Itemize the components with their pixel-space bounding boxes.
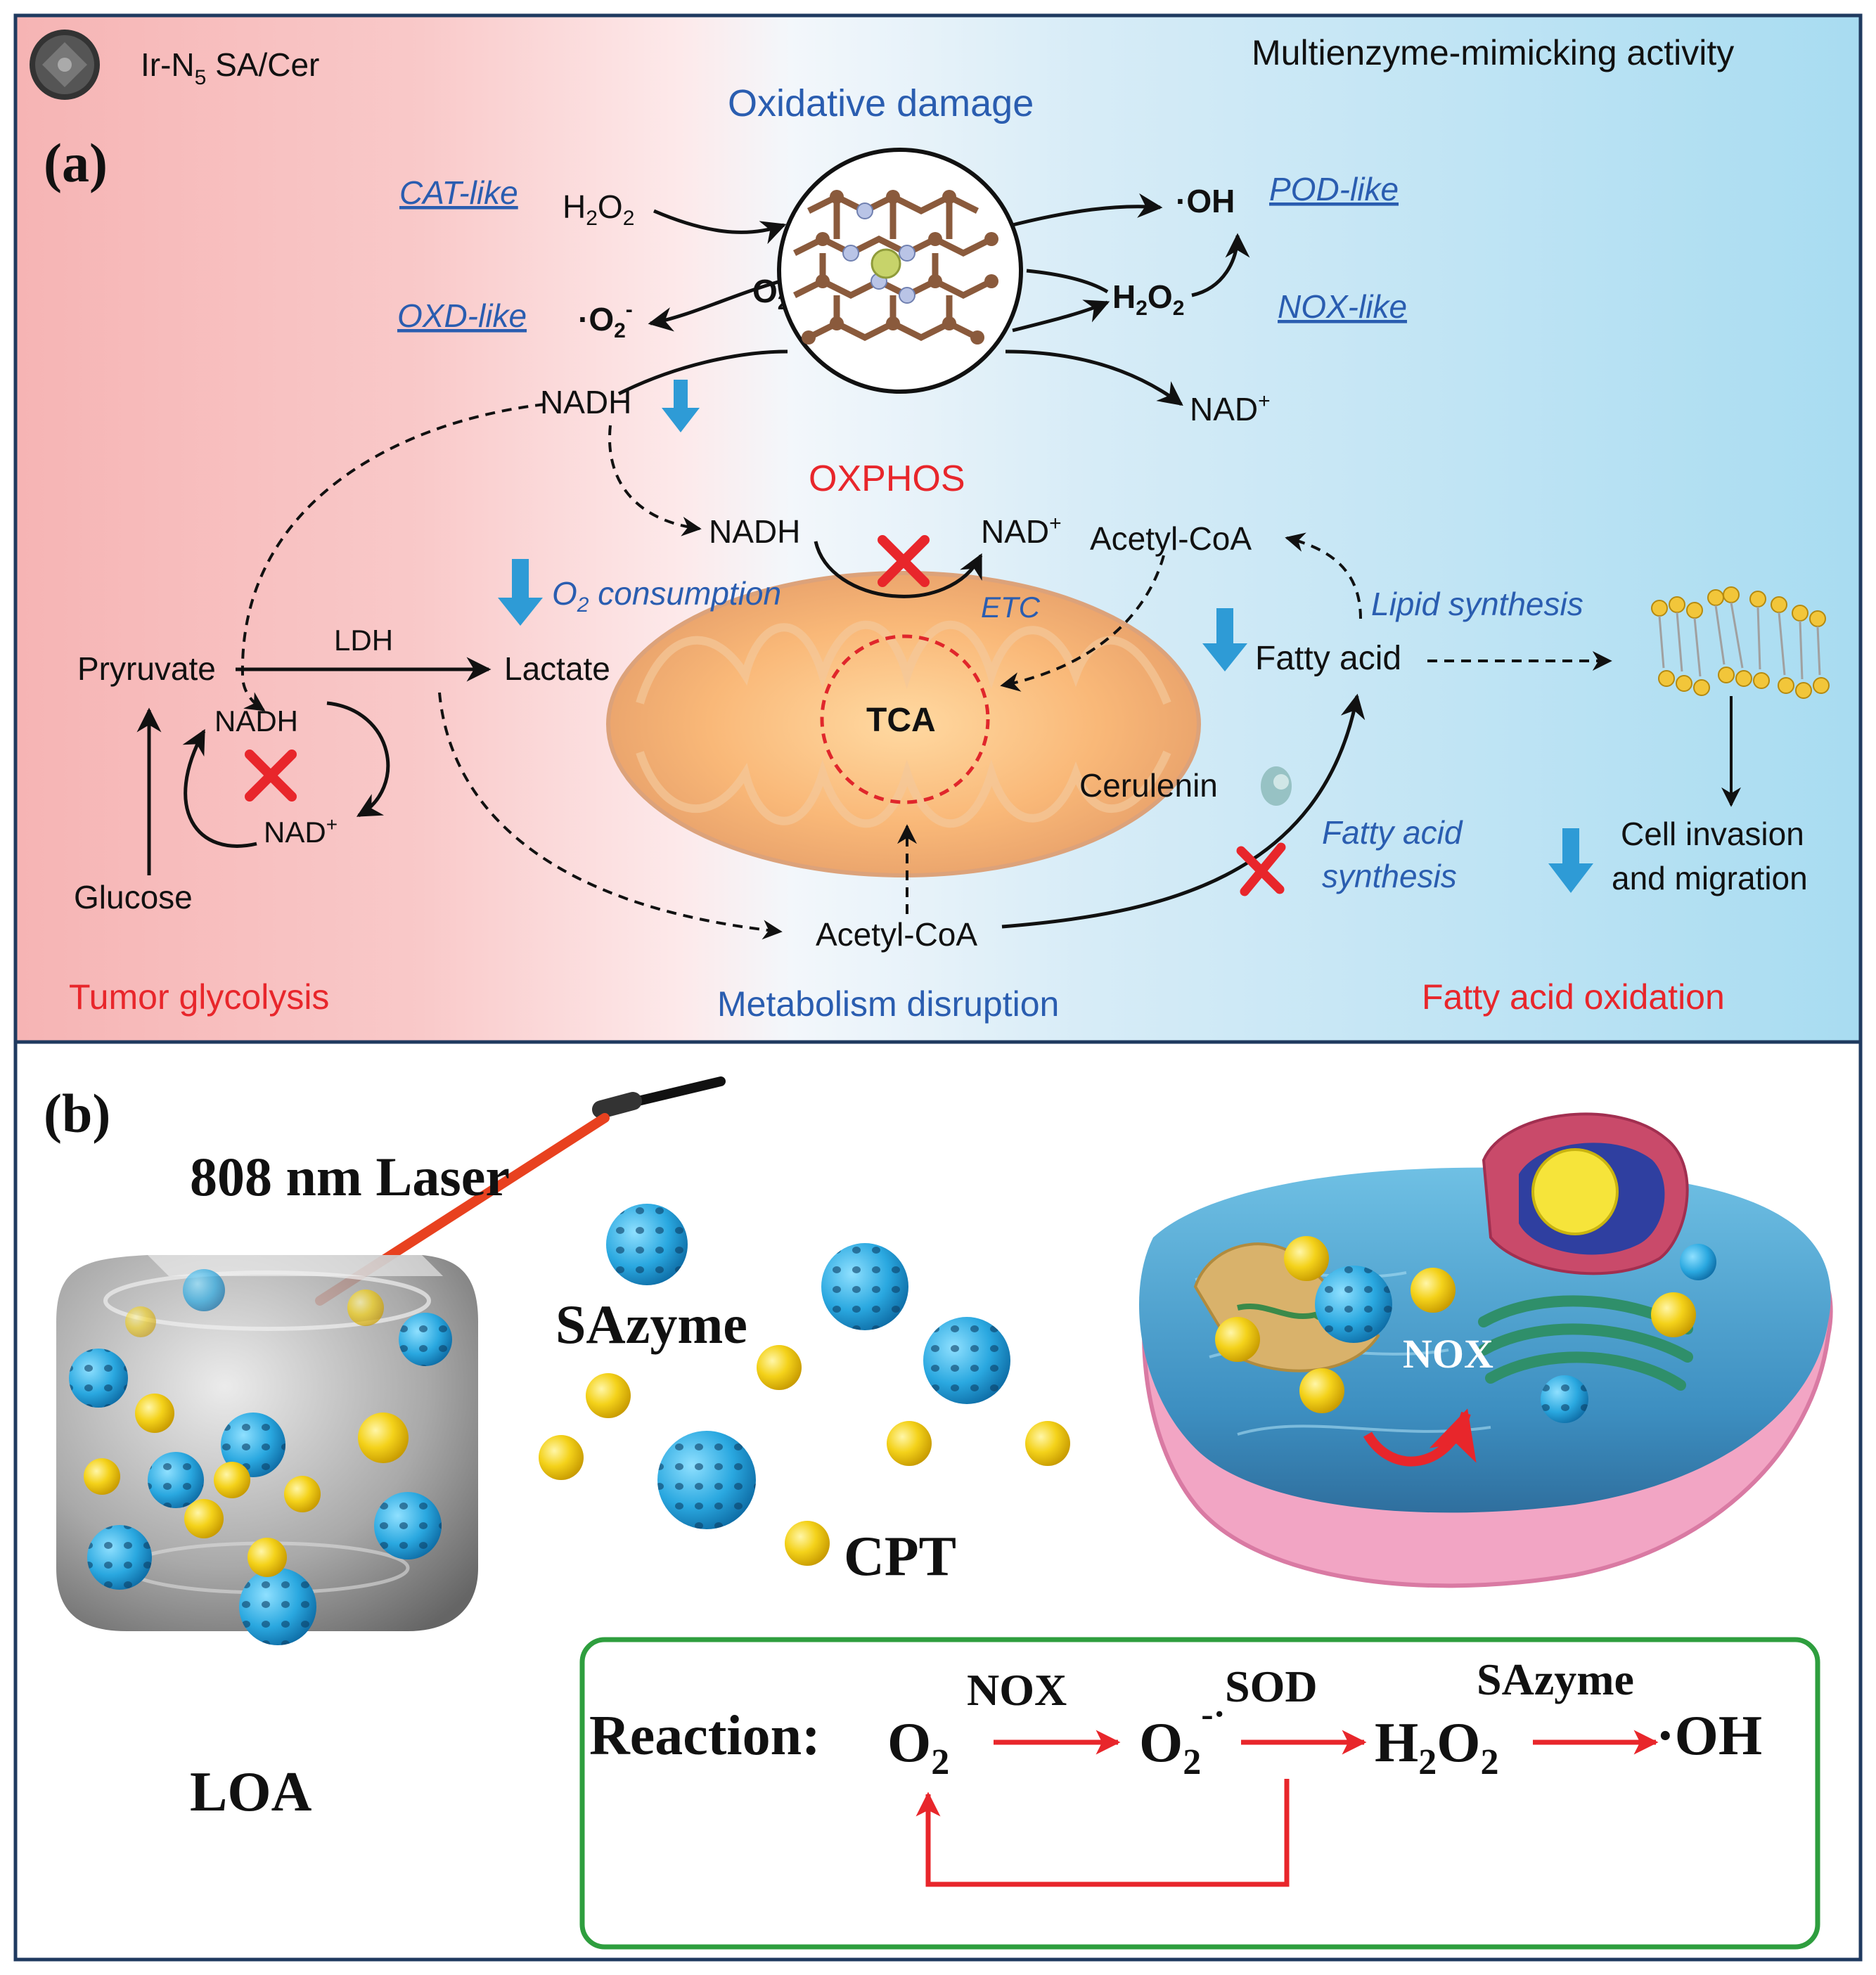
fatty-acid-oxidation-label: Fatty acid oxidation <box>1422 977 1725 1017</box>
pyruvate-label: Pryruvate <box>77 650 216 687</box>
nad-mid: NAD+ <box>981 512 1062 550</box>
nox-like-label: NOX-like <box>1278 288 1407 325</box>
nad-cycle-label: NAD+ <box>264 813 338 849</box>
nadh-cycle-label: NADH <box>214 705 298 738</box>
metabolism-disruption-label: Metabolism disruption <box>717 984 1059 1024</box>
panel-a-label: (a) <box>44 132 108 193</box>
nadh-decrease-arrow <box>662 380 700 432</box>
loa-cube-icon <box>56 1255 478 1645</box>
material-legend: Ir-N5 SA/Cer <box>141 46 319 89</box>
laser-label: 808 nm Laser <box>190 1146 510 1207</box>
nox-arrow-label: NOX <box>967 1665 1067 1715</box>
o2-consumption-decrease-arrow <box>498 559 543 626</box>
tumor-cell-icon <box>1139 1112 1833 1588</box>
invasion-decrease-arrow <box>1548 828 1593 893</box>
sazyme-label: SAzyme <box>555 1294 747 1355</box>
superoxide-a: ·O2- <box>578 298 633 342</box>
h2o2-right: H2O2 <box>1112 278 1184 320</box>
reaction-label: Reaction: <box>589 1705 821 1767</box>
cerulenin-label: Cerulenin <box>1079 767 1218 804</box>
cat-like-label: CAT-like <box>399 174 518 211</box>
reaction-h2o2: H2O2 <box>1375 1712 1498 1782</box>
panel-b-label: (b) <box>44 1083 110 1144</box>
reaction-equation: Reaction: O2 NOX O2-· SOD H2O2 SAzyme ·O… <box>589 1654 1762 1782</box>
oxphos-label: OXPHOS <box>809 458 965 499</box>
oxphos-arrow <box>814 541 983 598</box>
reaction-arrows <box>915 1730 1659 1887</box>
reaction-hydroxyl: ·OH <box>1656 1705 1762 1767</box>
cerulenin-icon <box>1261 766 1292 806</box>
glycolysis-arrows <box>136 657 492 875</box>
cell-invasion-label-2: and migration <box>1612 860 1808 896</box>
mitochondrion-icon <box>606 571 1201 877</box>
fatty-acid-label: Fatty acid <box>1255 640 1401 677</box>
catalyst-arrows <box>617 193 1250 406</box>
nadh-top: NADH <box>540 384 631 420</box>
cell-invasion-label-1: Cell invasion <box>1621 816 1804 852</box>
material-icon <box>30 30 100 100</box>
lactate-label: Lactate <box>504 650 610 687</box>
acetyl-coa-top: Acetyl-CoA <box>1090 520 1252 557</box>
hydroxyl-radical-a: ·OH <box>1176 183 1235 219</box>
lipid-bilayer-icon <box>1651 586 1830 699</box>
oxd-like-label: OXD-like <box>397 297 527 334</box>
cpt-label: CPT <box>844 1526 956 1588</box>
cell-nox-label: NOX <box>1403 1331 1493 1377</box>
loa-label: LOA <box>190 1761 312 1823</box>
pod-like-label: POD-like <box>1269 171 1399 207</box>
panel-a: Ir-N5 SA/Cer Multienzyme-mimicking activ… <box>13 13 1863 1044</box>
lipid-synthesis-label: Lipid synthesis <box>1371 586 1583 622</box>
etc-label: ETC <box>981 591 1041 624</box>
decrease-arrows <box>498 380 1593 893</box>
oxphos-block-x <box>878 535 930 587</box>
nad-top: NAD+ <box>1190 390 1271 427</box>
metabolic-dashed-arrows <box>240 403 1612 940</box>
glucose-label: Glucose <box>74 879 193 915</box>
multienzyme-title: Multienzyme-mimicking activity <box>1252 33 1734 72</box>
reaction-superoxide: O2-· <box>1139 1694 1226 1782</box>
h2o2-left: H2O2 <box>563 188 634 230</box>
panel-b: (b) 808 nm Laser <box>13 1040 1863 1962</box>
ldh-label: LDH <box>334 624 393 657</box>
fatty-acid-synthesis-label-2: synthesis <box>1322 858 1457 894</box>
sod-arrow-label: SOD <box>1225 1661 1318 1711</box>
fatty-acid-decrease-arrow <box>1202 608 1247 671</box>
laser-fiber-icon <box>592 1076 726 1119</box>
reaction-o2: O2 <box>887 1712 949 1782</box>
cpt-particles <box>539 1345 1070 1566</box>
sazyme-particles <box>606 1204 1010 1529</box>
sazyme-arrow-label: SAzyme <box>1477 1654 1634 1704</box>
oxidative-damage-label: Oxidative damage <box>728 82 1034 124</box>
tumor-glycolysis-label: Tumor glycolysis <box>69 977 329 1017</box>
fatty-acid-synthesis-arrow <box>1001 693 1366 929</box>
glycolysis-block-x <box>245 750 297 802</box>
nox-cycle-arrow <box>1363 1408 1477 1467</box>
acetyl-coa-bottom: Acetyl-CoA <box>816 916 977 953</box>
tca-label: TCA <box>866 702 936 739</box>
o2-consumption-label: O2 consumption <box>552 575 781 617</box>
nadh-mid: NADH <box>709 513 800 550</box>
fatty-acid-synthesis-label-1: Fatty acid <box>1322 814 1463 851</box>
catalyst-structure-icon <box>777 148 1023 394</box>
reaction-box <box>579 1637 1820 1950</box>
fatty-acid-synthesis-block-x <box>1236 842 1286 896</box>
